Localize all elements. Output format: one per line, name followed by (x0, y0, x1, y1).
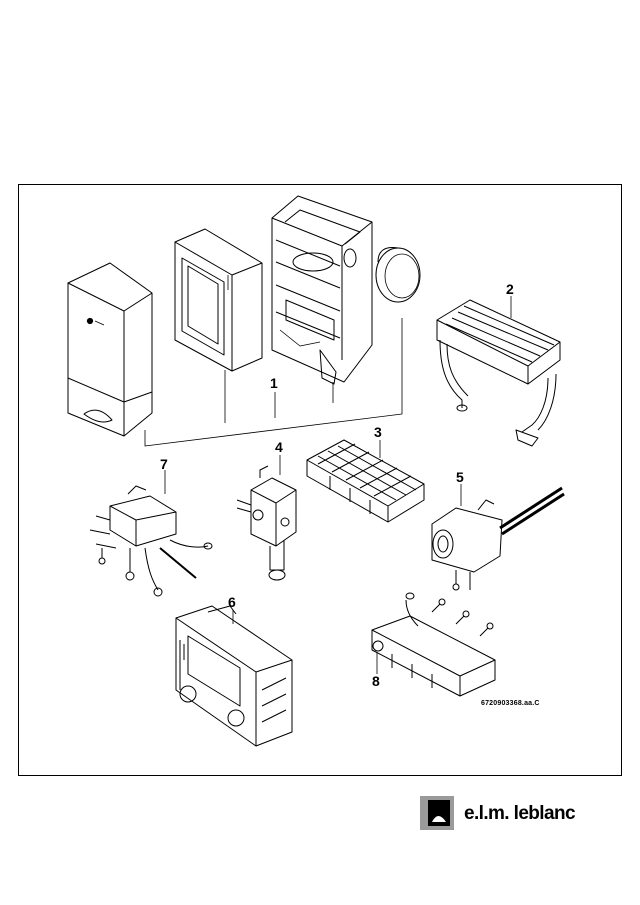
callout-6: 6 (228, 594, 236, 610)
heat-exchanger-part (436, 299, 561, 447)
callout-7: 7 (160, 456, 168, 472)
cabinet-part (174, 228, 263, 372)
reference-code: 6720903368.aa.C (481, 700, 540, 707)
callout-4: 4 (275, 439, 283, 455)
brand-logo: e.l.m. leblanc (420, 796, 620, 830)
pump-part (431, 486, 565, 591)
callout-3: 3 (374, 424, 382, 440)
callout-1: 1 (270, 375, 278, 391)
callout-8: 8 (372, 673, 380, 689)
callout-2: 2 (506, 281, 514, 297)
front-cover-part (67, 262, 153, 437)
brand-emblem-icon (420, 796, 454, 830)
burner-part (306, 439, 425, 523)
brand-name: e.l.m. leblanc (464, 803, 576, 824)
manifold-part (371, 592, 496, 697)
expansion-vessel-part (375, 247, 421, 303)
hydraulic-assembly-part (89, 485, 213, 597)
callout-1-leaders (144, 318, 403, 447)
chassis-part (271, 195, 373, 385)
callout-5: 5 (456, 469, 464, 485)
control-panel-part (175, 605, 293, 747)
gas-valve-part (236, 465, 297, 581)
diagram-frame (18, 184, 622, 776)
